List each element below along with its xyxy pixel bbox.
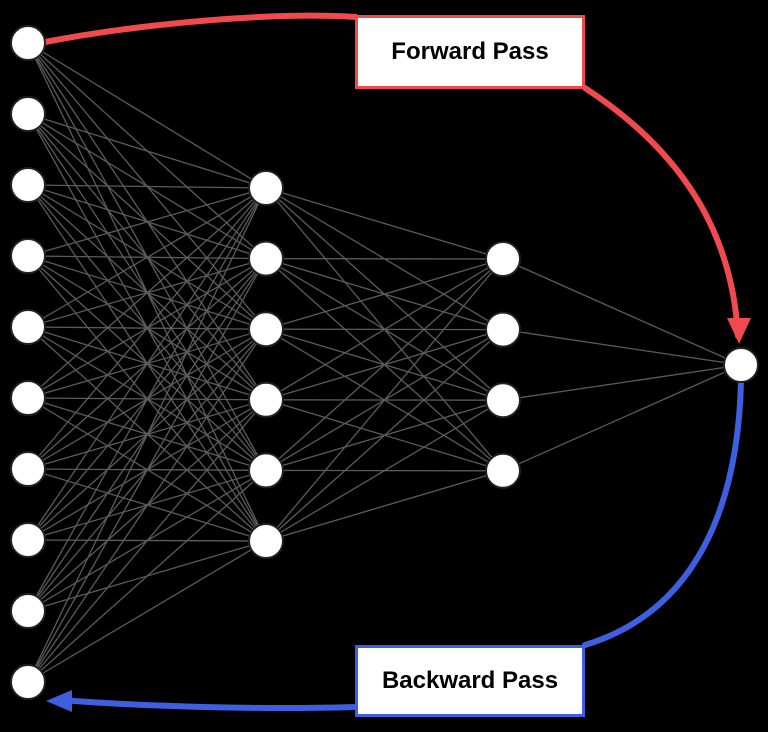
hidden-layer-1-node-4 (248, 381, 284, 418)
hidden-layer-2-node-1 (485, 241, 521, 277)
input-layer-node-9 (10, 593, 46, 629)
edge-hidden-layer-1-6-to-hidden-layer-2-3 (265, 399, 504, 542)
input-layer-node-8 (10, 522, 46, 558)
edge-hidden-layer-2-4-to-output-layer-1 (502, 364, 742, 472)
edge-hidden-layer-1-5-to-hidden-layer-2-1 (265, 258, 504, 471)
hidden-layer-1-node-2 (248, 240, 284, 277)
forward-arrowhead (727, 318, 751, 344)
backward-pass-label: Backward Pass (355, 645, 585, 717)
edge-input-layer-2-to-hidden-layer-1-1 (27, 113, 267, 189)
hidden-layer-2-node-3 (485, 382, 521, 419)
edge-input-layer-9-to-hidden-layer-1-1 (27, 187, 267, 612)
hidden-layer-2-node-4 (485, 452, 521, 489)
input-layer-node-2 (10, 96, 46, 132)
edge-input-layer-10-to-hidden-layer-1-5 (27, 469, 267, 683)
edge-input-layer-6-to-hidden-layer-1-1 (27, 187, 267, 399)
forward-pass-label: Forward Pass (355, 15, 585, 89)
edge-input-layer-8-to-hidden-layer-1-1 (27, 187, 267, 541)
hidden-layer-1-node-5 (248, 452, 284, 489)
input-layer-node-4 (10, 238, 46, 274)
edge-hidden-layer-1-3-to-hidden-layer-2-1 (265, 258, 504, 330)
edge-hidden-layer-1-6-to-hidden-layer-2-1 (265, 258, 504, 542)
backward-pass-text: Backward Pass (381, 667, 559, 694)
edge-input-layer-5-to-hidden-layer-1-1 (27, 187, 267, 328)
edge-input-layer-7-to-hidden-layer-1-1 (27, 187, 267, 470)
input-layer-node-3 (10, 167, 46, 203)
edge-input-layer-10-to-hidden-layer-1-2 (27, 258, 267, 683)
hidden-layer-1-node-3 (248, 311, 284, 348)
forward-pass-arrow (42, 12, 741, 339)
edge-input-layer-1-to-hidden-layer-1-1 (27, 42, 267, 189)
input-layer-node-6 (10, 380, 46, 416)
connection-edges (27, 42, 742, 683)
output-layer-node-1 (723, 347, 759, 383)
input-layer-node-7 (10, 451, 46, 487)
edge-input-layer-4-to-hidden-layer-1-1 (27, 187, 267, 257)
edge-hidden-layer-1-4-to-hidden-layer-2-1 (265, 258, 504, 401)
input-layer-node-10 (10, 664, 46, 700)
network-nodes (10, 25, 759, 700)
edge-input-layer-10-to-hidden-layer-1-6 (27, 540, 267, 683)
backward-pass-arrow (57, 379, 744, 712)
edge-hidden-layer-2-1-to-output-layer-1 (502, 258, 742, 366)
hidden-layer-1-node-1 (248, 170, 284, 206)
forward-pass-text: Forward Pass (391, 38, 549, 65)
edge-input-layer-3-to-hidden-layer-1-1 (27, 184, 267, 189)
edge-input-layer-10-to-hidden-layer-1-3 (27, 328, 267, 683)
edge-hidden-layer-1-1-to-hidden-layer-2-1 (265, 187, 504, 260)
edge-hidden-layer-1-6-to-hidden-layer-2-4 (265, 470, 504, 542)
edge-hidden-layer-2-2-to-output-layer-1 (502, 328, 742, 366)
edge-input-layer-10-to-hidden-layer-1-1 (27, 187, 267, 683)
hidden-layer-2-node-2 (485, 311, 521, 348)
backward-arrowhead (46, 690, 72, 712)
input-layer-node-1 (10, 25, 46, 61)
edge-hidden-layer-1-6-to-hidden-layer-2-2 (265, 329, 504, 542)
edge-hidden-layer-2-3-to-output-layer-1 (502, 364, 742, 401)
hidden-layer-1-node-6 (248, 523, 284, 559)
input-layer-node-5 (10, 309, 46, 345)
edge-input-layer-10-to-hidden-layer-1-4 (27, 399, 267, 683)
